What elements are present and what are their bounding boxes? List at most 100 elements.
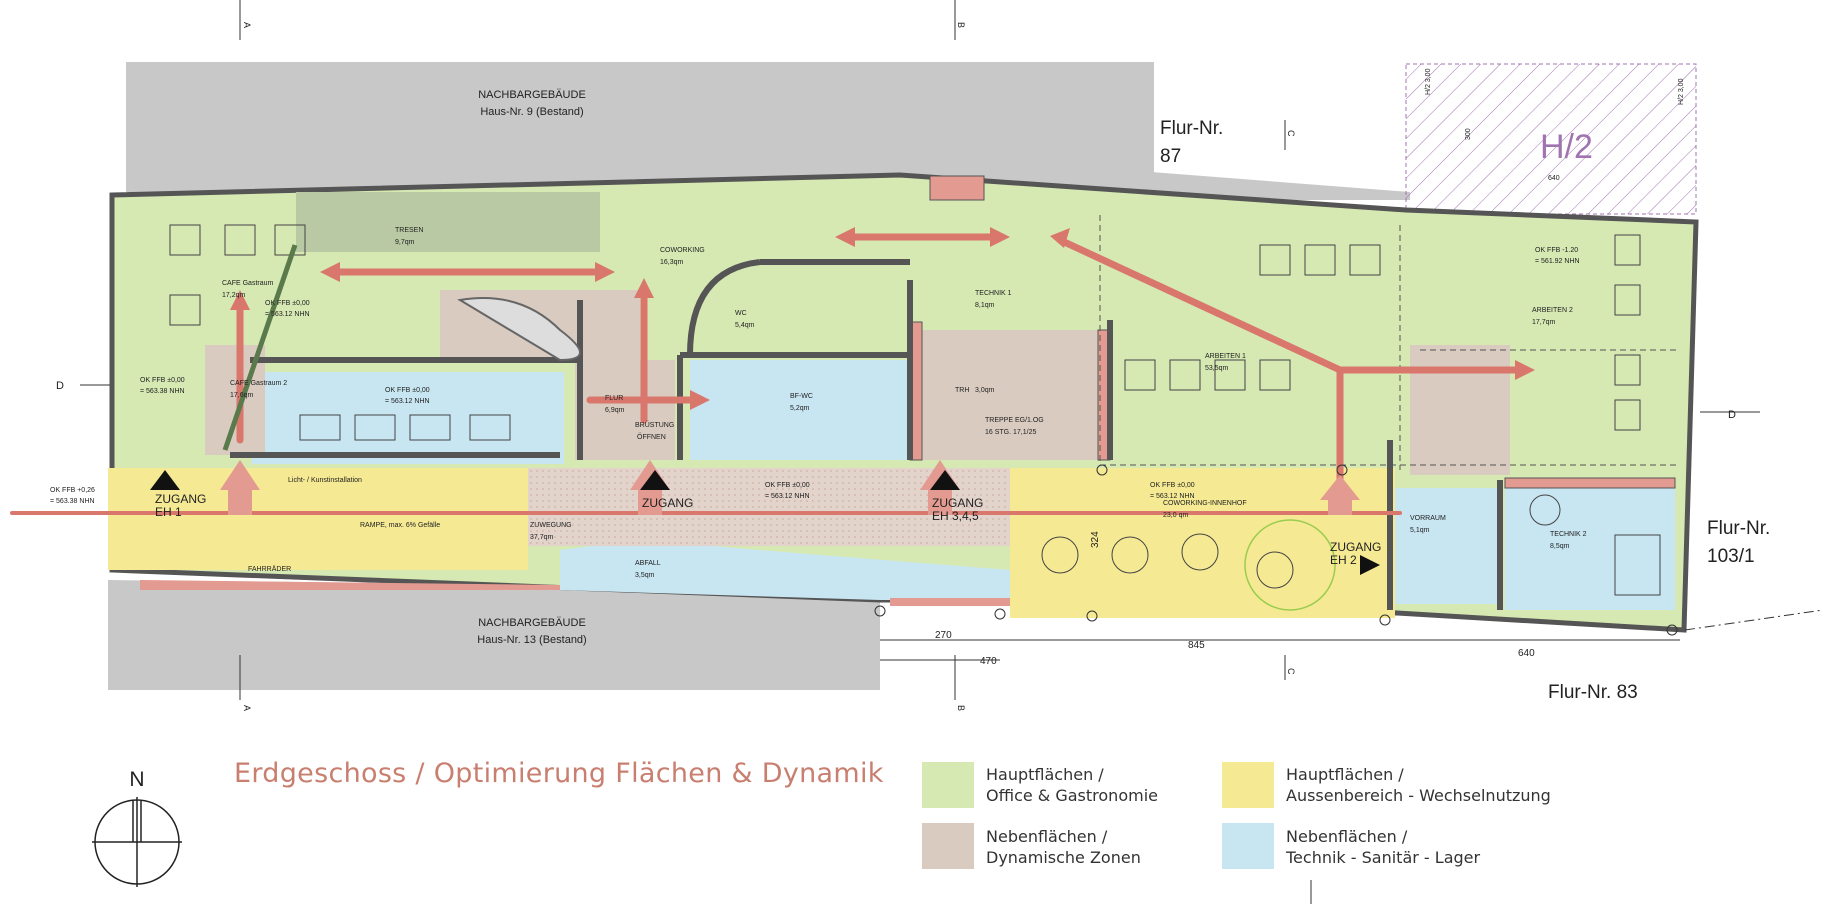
legend-dynamic-line2: Dynamische Zonen xyxy=(986,848,1141,867)
page-title: Erdgeschoss / Optimierung Flächen & Dyna… xyxy=(234,758,884,789)
room-wc-name: WC xyxy=(735,310,747,317)
room-arbeiten2-area: 17,7qm xyxy=(1532,319,1556,326)
level-innenhof: OK FFB ±0,00 xyxy=(1150,482,1195,489)
room-bfwc-area: 5,2qm xyxy=(790,405,810,412)
dim-640: 640 xyxy=(1518,648,1535,659)
legend-item-technik: Nebenflächen / Technik - Sanitär - Lager xyxy=(1286,826,1480,868)
room-vorraum-name: VORRAUM xyxy=(1410,515,1446,522)
legend-item-outdoor: Hauptflächen / Aussenbereich - Wechselnu… xyxy=(1286,764,1551,806)
room-flur-name: FLUR xyxy=(605,395,623,402)
zone-vorraum xyxy=(1395,488,1503,604)
room-flur-area: 6,9qm xyxy=(605,407,625,414)
hatch-label: H/2 xyxy=(1540,128,1593,166)
hatch-width: 640 xyxy=(1548,175,1560,182)
room-innenhof-area: 23,0 qm xyxy=(1163,512,1188,519)
arrow-tip-diagonal xyxy=(222,244,298,451)
wall-ramp-red xyxy=(140,580,560,590)
entry-1-code: EH 1 xyxy=(155,505,182,519)
room-technik1-name: TECHNIK 1 xyxy=(975,290,1012,297)
room-trh-name: TRH xyxy=(955,387,969,394)
column-markers xyxy=(874,464,1680,661)
room-zuwegung-area: 37,7qm xyxy=(530,534,554,541)
dimension-labels: 270 470 845 640 324 xyxy=(935,531,1535,667)
legend-technik-line2: Technik - Sanitär - Lager xyxy=(1286,848,1481,867)
level-mid: OK FFB ±0,00 xyxy=(385,387,430,394)
curved-wall-coworking xyxy=(687,259,761,356)
level-zuwegung-nhn: = 563.12 NHN xyxy=(765,493,810,500)
note-bruestung: BRÜSTUNG xyxy=(635,421,674,429)
property-line-right xyxy=(1684,609,1823,631)
legend-swatch-office xyxy=(922,762,974,808)
note-treppe: TREPPE EG/1.OG xyxy=(985,417,1044,424)
level-innenhof-nhn: = 563.12 NHN xyxy=(1150,493,1195,500)
room-arbeiten1-name: ARBEITEN 1 xyxy=(1205,353,1246,360)
entry-3-code: EH 3,4,5 xyxy=(932,509,979,523)
room-arbeiten1-area: 53,5qm xyxy=(1205,365,1229,372)
level-entry-nhn: = 563.38 NHN xyxy=(140,388,185,395)
note-treppe-steps: 16 STG. 17,1/25 xyxy=(985,429,1036,436)
hatch-tag-right: H/2 3,00 xyxy=(1678,78,1685,105)
neighbor-bottom-name: NACHBARGEBÄUDE xyxy=(478,617,586,629)
neighbor-top-number: Haus-Nr. 9 (Bestand) xyxy=(480,106,583,118)
plan-notes: Licht- / Kunstinstallation RAMPE, max. 6… xyxy=(248,417,1044,573)
wall-street-red xyxy=(890,598,1010,606)
entry-3-label: ZUGANG xyxy=(932,496,983,510)
zone-flur xyxy=(575,360,675,460)
section-c-top: C xyxy=(1286,130,1296,137)
plot-right-number: 103/1 xyxy=(1707,546,1755,567)
legend-item-dynamic: Nebenflächen / Dynamische Zonen xyxy=(986,826,1141,868)
legend-swatch-outdoor xyxy=(1222,762,1274,808)
wall-chimney xyxy=(929,175,985,201)
neighbor-top-name: NACHBARGEBÄUDE xyxy=(478,89,586,101)
note-fahrraeder: FAHRRÄDER xyxy=(248,565,291,573)
room-trh-area: 3,0qm xyxy=(975,387,995,394)
level-cafe: OK FFB ±0,00 xyxy=(265,300,310,307)
note-rampe: RAMPE, max. 6% Gefälle xyxy=(360,522,440,529)
level-entry: OK FFB ±0,00 xyxy=(140,377,185,384)
note-licht: Licht- / Kunstinstallation xyxy=(288,477,362,484)
plot-right-label: Flur-Nr. xyxy=(1707,518,1770,539)
neighbor-building-bottom xyxy=(108,580,880,690)
level-street-nhn: = 563.38 NHN xyxy=(50,498,95,505)
room-cafe2-area: 17,6qm xyxy=(230,392,254,399)
section-d-right: D xyxy=(1728,409,1736,421)
zone-arb2-stair xyxy=(1410,345,1510,475)
section-a-bottom: A xyxy=(242,705,252,711)
room-coworking-name: COWORKING xyxy=(660,247,705,254)
room-tresen-area: 9,7qm xyxy=(395,239,415,246)
legend-office-line1: Hauptflächen / xyxy=(986,765,1104,784)
legend-outdoor-line2: Aussenbereich - Wechselnutzung xyxy=(1286,786,1551,805)
level-cafe-nhn: = 563.12 NHN xyxy=(265,311,310,318)
hatch-tag-left: H/2 3,00 xyxy=(1425,68,1432,95)
dim-845: 845 xyxy=(1188,640,1205,651)
hatch-height: 300 xyxy=(1465,128,1472,140)
room-tresen-name: TRESEN xyxy=(395,227,423,234)
entry-markers xyxy=(150,470,1380,575)
room-technik1-area: 8,1qm xyxy=(975,302,995,309)
zone-trh xyxy=(920,330,1020,460)
level-mid-nhn: = 563.12 NHN xyxy=(385,398,430,405)
zone-treppe xyxy=(1010,330,1100,460)
section-d-left: D xyxy=(56,380,64,392)
north-compass xyxy=(92,797,182,887)
level-arbeiten2: OK FFB -1.20 xyxy=(1535,247,1578,254)
section-lines xyxy=(80,0,1760,700)
room-technik2-area: 8,5qm xyxy=(1550,543,1570,550)
zone-outdoor-left xyxy=(108,468,528,570)
room-coworking-area: 16,3qm xyxy=(660,259,684,266)
neighbor-building-top xyxy=(126,62,1154,180)
room-cafe-area: 17,2qm xyxy=(222,292,246,299)
arrow-heads xyxy=(230,227,1535,410)
room-cafe2-name: CAFE Gastraum 2 xyxy=(230,380,287,387)
tree-outline xyxy=(1244,519,1336,611)
level-arbeiten2-nhn: = 561.92 NHN xyxy=(1535,258,1580,265)
dim-324: 324 xyxy=(1090,531,1101,548)
hatched-area xyxy=(1405,63,1697,215)
wall-arb2-red xyxy=(1504,477,1676,489)
room-technik2-name: TECHNIK 2 xyxy=(1550,531,1587,538)
legend-outdoor-line1: Hauptflächen / xyxy=(1286,765,1404,784)
zone-technik-2 xyxy=(1505,488,1675,610)
neighbor-bottom-number: Haus-Nr. 13 (Bestand) xyxy=(477,634,586,646)
room-cafe-name: CAFE Gastraum xyxy=(222,280,274,287)
room-arbeiten2-name: ARBEITEN 2 xyxy=(1532,307,1573,314)
